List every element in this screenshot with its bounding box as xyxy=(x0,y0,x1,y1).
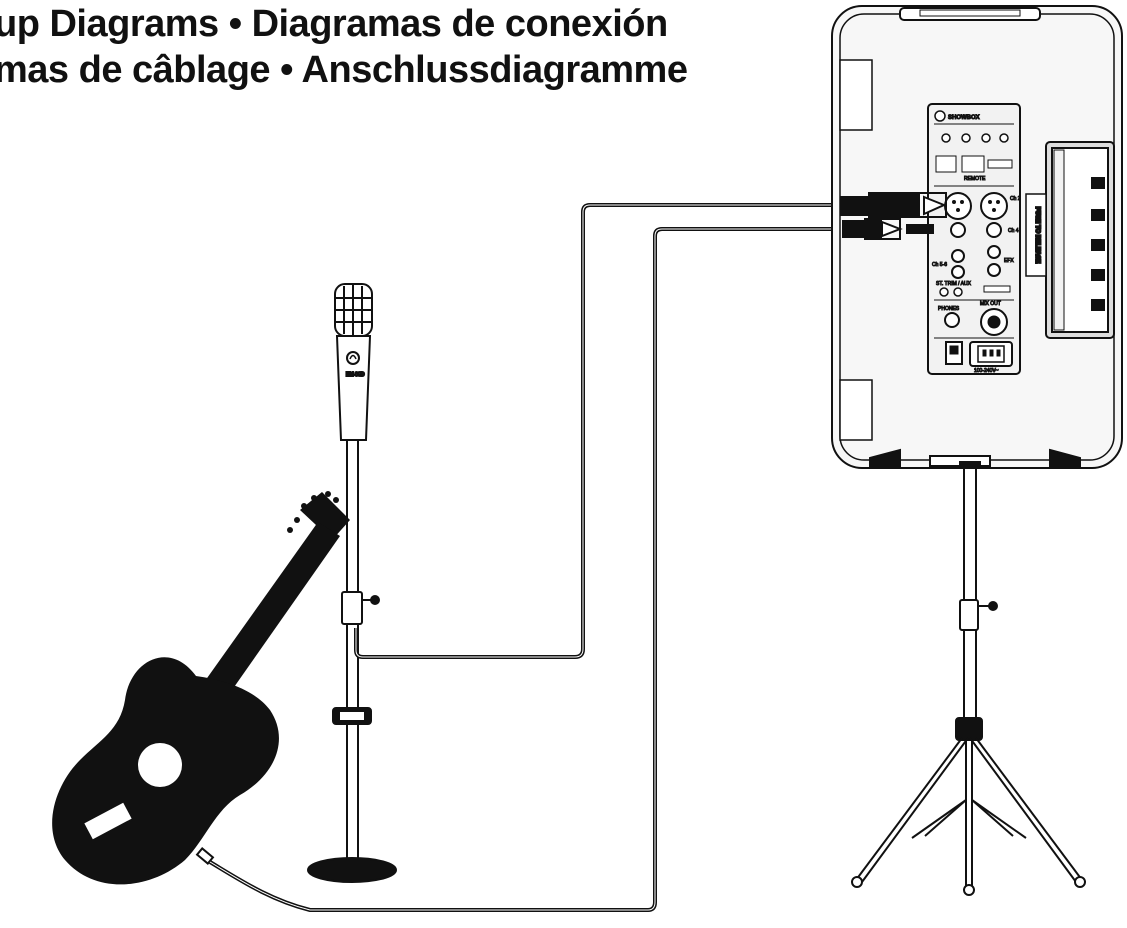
remote-label: REMOTE xyxy=(964,176,986,182)
mic-model-label: EM-89D xyxy=(346,372,365,378)
power-rating-label: 100-240V~ xyxy=(974,368,999,374)
ch56-label: Ch 5-6 xyxy=(932,262,947,268)
phones-label: PHONES xyxy=(938,306,960,312)
st-trim-aux-label: ST. TRIM / AUX xyxy=(936,281,972,287)
mix-out-label: MIX OUT xyxy=(980,301,1001,307)
mic-cable xyxy=(354,203,840,659)
title-line-2: mas de câblage • Anschlussdiagramme xyxy=(0,49,688,91)
efx-label: EFX xyxy=(1004,258,1014,264)
microphone: EM-89D xyxy=(334,283,373,441)
mic-stand xyxy=(307,439,397,883)
control-panel: SHOWBOX REMOTE Ch 2 Ch 4 xyxy=(927,103,1021,375)
title-line-1: up Diagrams • Diagramas de conexión xyxy=(0,3,668,45)
ch4-label: Ch 4 xyxy=(1008,228,1019,234)
speaker-tripod xyxy=(851,461,1086,896)
xlr-plug xyxy=(840,192,947,218)
acoustic-guitar xyxy=(52,491,350,885)
battery-pack: PUSH TO RELEASE xyxy=(1025,141,1115,339)
ch2-label: Ch 2 xyxy=(1010,196,1021,202)
push-to-release-label: PUSH TO RELEASE xyxy=(1034,207,1040,264)
quarter-inch-plug xyxy=(842,218,934,240)
brand-label: SHOWBOX xyxy=(948,115,980,121)
